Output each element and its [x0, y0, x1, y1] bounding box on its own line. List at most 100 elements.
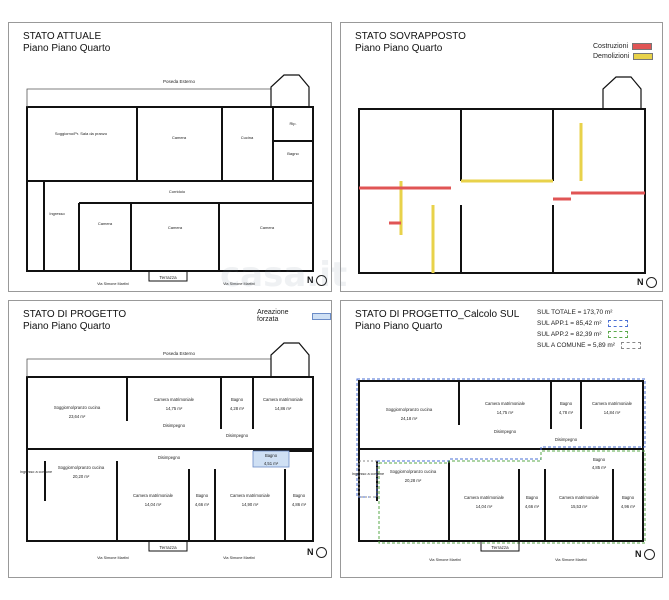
- room-area: 4,85 m²: [592, 465, 607, 470]
- compass-icon: [315, 275, 327, 287]
- room-name: Soggiorno/pranzo cucina: [386, 407, 433, 412]
- north-indicator: N: [307, 547, 327, 559]
- room-area: 20,20 m²: [73, 474, 90, 479]
- room-name: Bagno: [293, 493, 306, 498]
- room-name: Disimpegno: [226, 433, 249, 438]
- room-name: Camera matrimoniale: [485, 401, 526, 406]
- sul-row-app1: SUL APP.1 = 85,42 m²: [537, 318, 641, 329]
- room-area: 14,04 m²: [145, 502, 162, 507]
- terrace-label: Terrazza: [159, 545, 177, 550]
- room-area: 14,75 m²: [497, 410, 514, 415]
- street-label: Via Simone Martini: [97, 282, 129, 286]
- panel-title: STATO DI PROGETTO: [23, 309, 127, 320]
- floorplan-stato-attuale: Poseda Esterno Terrazza Via Simone Marti…: [26, 74, 314, 286]
- room-area: 4,66 m²: [525, 504, 540, 509]
- panel-calcolo-sul: STATO DI PROGETTO_Calcolo SUL Piano Pian…: [340, 300, 663, 578]
- room-label: Camera: [260, 225, 275, 230]
- street-label-2: Via Simone Martini: [223, 556, 255, 560]
- room-name: Camera matrimoniale: [592, 401, 633, 406]
- room-area: 4,51 m²: [264, 461, 279, 466]
- north-indicator: N: [307, 275, 327, 287]
- room-area: 4,28 m²: [230, 406, 245, 411]
- room-area: 23,64 m²: [69, 414, 86, 419]
- legend-swatch: [632, 43, 653, 50]
- room-area: 4,66 m²: [195, 502, 210, 507]
- panel-title: STATO ATTUALE: [23, 31, 102, 42]
- panel-subtitle: Piano Piano Quarto: [355, 321, 443, 332]
- room-name: Bagno: [593, 457, 606, 462]
- street-label: Via Simone Martini: [97, 556, 129, 560]
- street-label-2: Via Simone Martini: [555, 558, 587, 562]
- room-name: Camera matrimoniale: [133, 493, 174, 498]
- legend-swatch: [620, 342, 641, 349]
- room-name: Camera matrimoniale: [263, 397, 304, 402]
- room-area: 14,86 m²: [275, 406, 292, 411]
- legend-item-costruzioni: Costruzioni: [593, 43, 653, 50]
- room-area: 15,53 m²: [571, 504, 588, 509]
- floorplan-stato-sovrapposto: [358, 76, 646, 274]
- north-indicator: N: [635, 549, 655, 561]
- ventilated-zone: [252, 450, 290, 468]
- room-name: Bagno: [622, 495, 635, 500]
- room-label: Camera: [172, 135, 187, 140]
- legend-swatch: [633, 53, 654, 60]
- room-area: 20,28 m²: [405, 478, 422, 483]
- room-name: Disimpegno: [494, 429, 517, 434]
- room-name: Camera matrimoniale: [559, 495, 600, 500]
- room-name: Bagno: [265, 453, 278, 458]
- room-area: 14,75 m²: [166, 406, 183, 411]
- room-area: 14,84 m²: [604, 410, 621, 415]
- street-label-2: Via Simone Martini: [223, 282, 255, 286]
- balcony-label: Poseda Esterno: [163, 351, 196, 356]
- panel-title: STATO DI PROGETTO_Calcolo SUL: [355, 309, 520, 320]
- room-labels: Soggiorno/pranzo cucina 24,18 m² Camera …: [352, 401, 636, 509]
- compass-icon: [315, 547, 327, 559]
- panel-title-block: STATO DI PROGETTO Piano Piano Quarto: [23, 309, 126, 333]
- floorplan-stato-di-progetto: Poseda Esterno Terrazza Via Simone Marti…: [20, 342, 314, 560]
- legend: Costruzioni Demolizioni: [593, 43, 654, 60]
- room-name: Bagno: [231, 397, 244, 402]
- legend-swatch: [607, 320, 628, 327]
- room-label: Corridoio: [169, 189, 186, 194]
- room-name: Soggiorno/pranzo cucina: [54, 405, 101, 410]
- room-name: Bagno: [560, 401, 573, 406]
- room-label: Rip.: [289, 121, 296, 126]
- watermark: casa.it: [220, 255, 348, 295]
- room-label: Ingresso: [49, 211, 65, 216]
- room-name: Disimpegno: [555, 437, 578, 442]
- room-name: Soggiorno/pranzo cucina: [58, 465, 105, 470]
- room-name: Disimpegno: [163, 423, 186, 428]
- compass-icon: [645, 277, 657, 289]
- room-labels: Soggiorno/pranzo cucina 23,64 m² Camera …: [20, 397, 307, 507]
- room-area: 14,90 m²: [242, 502, 259, 507]
- north-indicator: N: [637, 277, 657, 289]
- sul-row-total: SUL TOTALE = 173,70 m²: [537, 309, 613, 316]
- room-area: 4,96 m²: [621, 504, 636, 509]
- terrace-label: Terrazza: [491, 545, 509, 550]
- balcony-label: Poseda Esterno: [163, 79, 196, 84]
- panel-title: STATO SOVRAPPOSTO: [355, 31, 466, 42]
- room-name: Soggiorno/pranzo cucina: [390, 469, 437, 474]
- room-name: Bagno: [196, 493, 209, 498]
- room-area: 4,78 m²: [559, 410, 574, 415]
- sul-row-comune: SUL A COMUNE = 5,89 m²: [537, 340, 641, 351]
- room-label: Camera: [98, 221, 113, 226]
- room-name: Camera matrimoniale: [230, 493, 271, 498]
- room-name: Disimpegno: [158, 455, 181, 460]
- legend-swatch: [607, 331, 628, 338]
- room-label: Camera: [168, 225, 183, 230]
- panel-subtitle: Piano Piano Quarto: [355, 43, 443, 54]
- panel-stato-attuale: STATO ATTUALE Piano Piano Quarto Poseda …: [8, 22, 332, 292]
- terrace-label: Terrazza: [159, 275, 177, 280]
- compass-icon: [643, 549, 655, 561]
- room-area: 24,18 m²: [401, 416, 418, 421]
- panel-title-block: STATO DI PROGETTO_Calcolo SUL Piano Pian…: [355, 309, 519, 333]
- room-name: Camera matrimoniale: [464, 495, 505, 500]
- panel-subtitle: Piano Piano Quarto: [23, 43, 111, 54]
- legend-swatch: [312, 312, 331, 320]
- sul-summary: SUL TOTALE = 173,70 m² SUL APP.1 = 85,42…: [537, 307, 641, 351]
- panel-title-block: STATO ATTUALE Piano Piano Quarto: [23, 31, 110, 55]
- floorplan-calcolo-sul: Terrazza Via Simone Martini Via Simone M…: [352, 378, 646, 562]
- panel-subtitle: Piano Piano Quarto: [23, 321, 111, 332]
- panel-stato-sovrapposto: STATO SOVRAPPOSTO Piano Piano Quarto Cos…: [340, 22, 663, 292]
